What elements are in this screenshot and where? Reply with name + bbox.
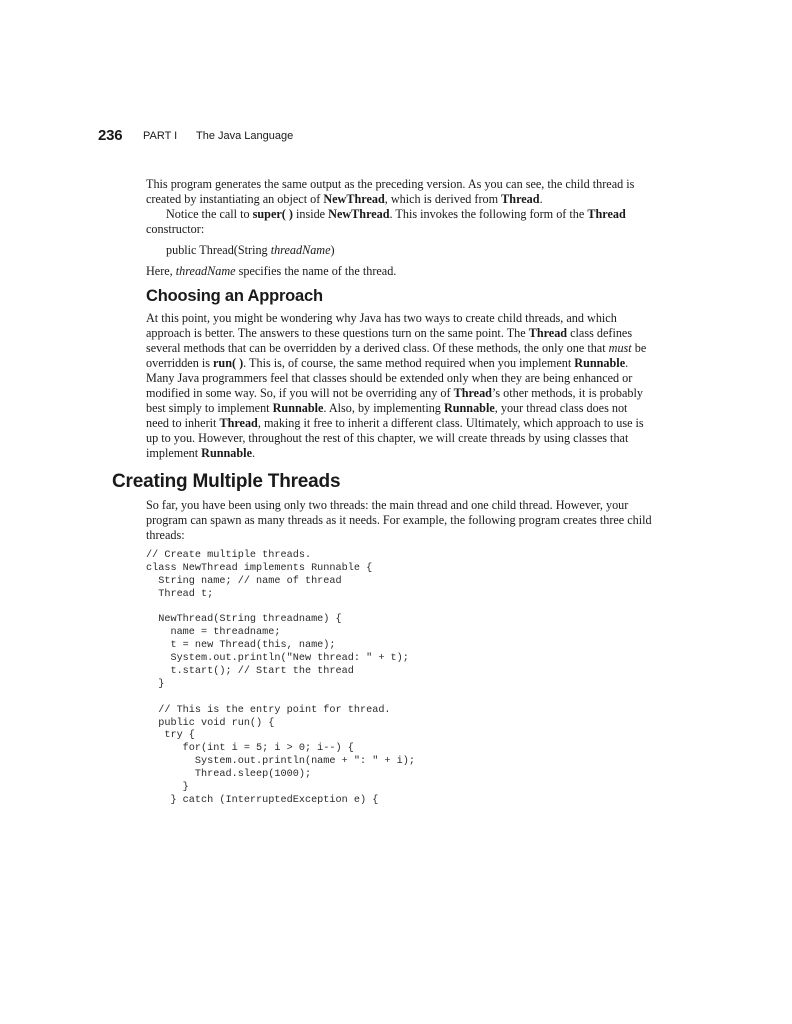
constructor-syntax: public Thread(String threadName): [166, 243, 652, 258]
text-run: be overridden is: [146, 341, 647, 370]
keyword-runnable: Runnable: [443, 401, 495, 415]
code-line: try {: [146, 730, 195, 742]
code-line: Thread t;: [146, 588, 214, 600]
keyword-run: run( ): [213, 356, 244, 370]
code-line: [146, 692, 652, 705]
emphasis-must: must: [608, 341, 632, 355]
heading-choosing-approach: Choosing an Approach: [146, 287, 323, 305]
text-run: constructor:: [146, 222, 205, 236]
part-label: PART I: [143, 130, 178, 142]
param-threadname: threadName: [270, 243, 331, 257]
threadname-paragraph: Here, threadName specifies the name of t…: [146, 264, 652, 279]
text-run: . Many Java programmers feel that classe…: [146, 356, 633, 400]
text-run: specifies the name of the thread.: [235, 264, 397, 278]
text-run: public Thread(String: [166, 243, 271, 257]
heading-creating-multiple-threads: Creating Multiple Threads: [112, 471, 341, 492]
code-line: String name; // name of thread: [146, 575, 342, 587]
text-run: . This invokes the following form of the: [389, 207, 588, 221]
text-run: , your thread class does not need to inh…: [146, 401, 628, 430]
keyword-newthread: NewThread: [328, 207, 390, 221]
text-run: . Also, by implementing: [323, 401, 444, 415]
keyword-thread: Thread: [501, 192, 540, 206]
keyword-runnable: Runnable: [201, 446, 252, 460]
keyword-runnable: Runnable: [272, 401, 324, 415]
text-run: . This is, of course, the same method re…: [243, 356, 575, 370]
keyword-runnable: Runnable: [574, 356, 626, 370]
page-number: 236: [98, 127, 123, 144]
code-line: NewThread(String threadname) {: [146, 614, 342, 626]
code-line: name = threadname;: [146, 627, 281, 639]
code-line: System.out.println(name + ": " + i);: [146, 756, 415, 768]
approach-paragraph: At this point, you might be wondering wh…: [146, 311, 652, 461]
code-line: System.out.println("New thread: " + t);: [146, 653, 409, 665]
page-body: This program generates the same output a…: [112, 177, 652, 808]
code-line: }: [146, 782, 189, 794]
keyword-thread: Thread: [453, 386, 492, 400]
running-section-title: The Java Language: [196, 130, 294, 142]
text-run: class defines several methods that can b…: [146, 326, 633, 355]
code-line: [146, 602, 652, 615]
param-threadname: threadName: [175, 264, 236, 278]
text-run: Notice the call to: [166, 207, 253, 221]
keyword-thread: Thread: [528, 326, 568, 340]
text-run: This program generates the same output a…: [146, 177, 635, 206]
text-run: ): [330, 243, 335, 257]
text-run: .: [251, 446, 256, 460]
text-run: , making it free to inherit a different …: [146, 416, 644, 460]
text-run: ’s other methods, it is probably best si…: [146, 386, 643, 415]
code-line: t.start(); // Start the thread: [146, 666, 354, 678]
keyword-super: super( ): [252, 207, 293, 221]
text-run: .: [539, 192, 543, 206]
code-line: } catch (InterruptedException e) {: [146, 794, 379, 806]
code-line: public void run() {: [146, 717, 275, 729]
code-line: }: [146, 678, 165, 690]
code-line: for(int i = 5; i > 0; i--) {: [146, 743, 354, 755]
intro-paragraph: This program generates the same output a…: [146, 177, 652, 207]
text-run: Here,: [146, 264, 176, 278]
keyword-thread: Thread: [587, 207, 626, 221]
code-listing: // Create multiple threads.class NewThre…: [146, 550, 652, 808]
text-run: At this point, you might be wondering wh…: [146, 311, 617, 340]
text-run: inside: [292, 207, 329, 221]
code-line: Thread.sleep(1000);: [146, 769, 312, 781]
super-call-paragraph: Notice the call to super( ) inside NewTh…: [146, 207, 652, 237]
code-line: t = new Thread(this, name);: [146, 640, 336, 652]
multiple-threads-paragraph: So far, you have been using only two thr…: [146, 498, 652, 542]
code-line: // This is the entry point for thread.: [146, 704, 391, 716]
keyword-newthread: NewThread: [323, 192, 385, 206]
code-line: class NewThread implements Runnable {: [146, 562, 373, 574]
text-run: , which is derived from: [384, 192, 502, 206]
code-line: // Create multiple threads.: [146, 550, 312, 561]
keyword-thread: Thread: [219, 416, 258, 430]
